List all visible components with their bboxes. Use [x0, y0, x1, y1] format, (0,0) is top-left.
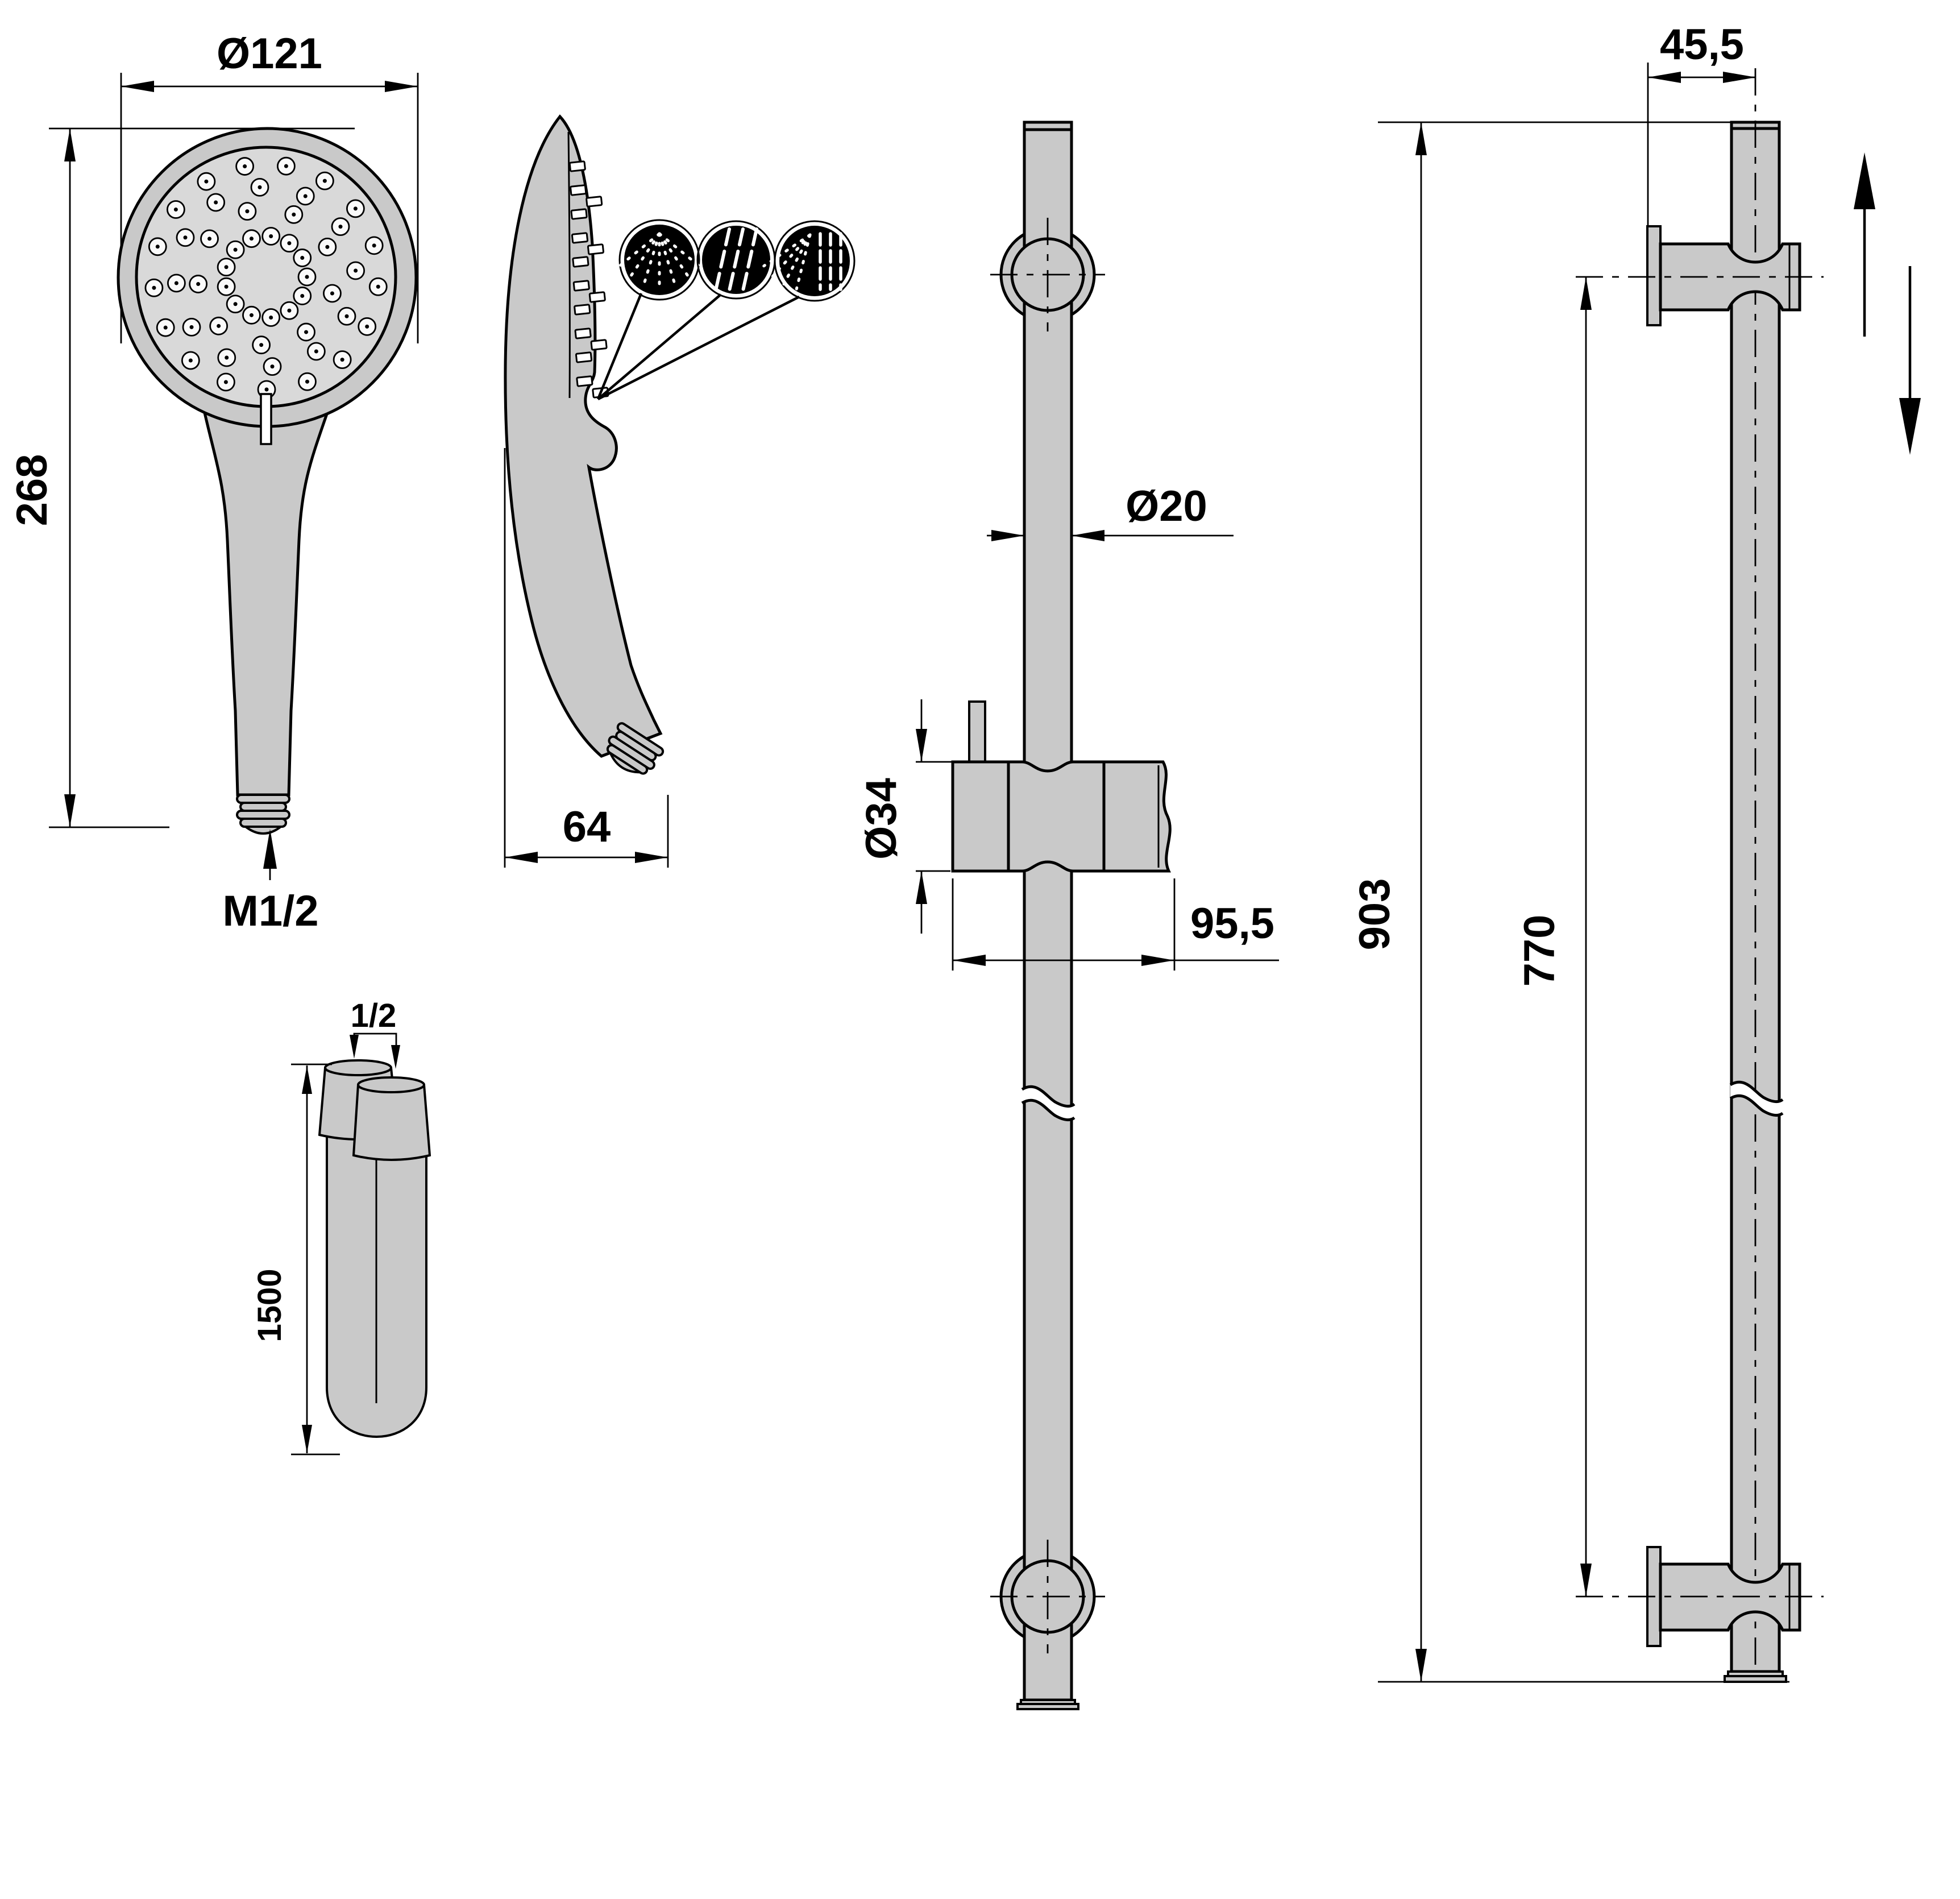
- dimension-rail-diameter: Ø20: [987, 482, 1234, 537]
- dimension-total-height: 903: [1351, 121, 1789, 1683]
- label-rail-diameter: Ø20: [1126, 482, 1207, 530]
- dimension-hose-thread: 1/2: [351, 997, 397, 1062]
- label-wall-offset: 45,5: [1660, 20, 1744, 69]
- thread-front: [236, 794, 290, 835]
- dimension-hose-length: 1500: [251, 1063, 340, 1456]
- nozzle-teeth-side: [568, 160, 609, 399]
- slide-direction-arrows: [1863, 206, 1912, 401]
- dimension-holder-length: 95,5: [952, 878, 1279, 971]
- view-rail-front: Ø20 Ø34 95,5: [857, 121, 1279, 1710]
- rail-break-symbol: [1021, 1085, 1075, 1121]
- label-head-diameter: Ø121: [217, 30, 322, 78]
- view-rail-side: 45,5 903 770: [1351, 20, 1912, 1683]
- face-plate-separator: [567, 131, 571, 399]
- label-bracket-distance: 770: [1515, 915, 1564, 987]
- label-holder-length: 95,5: [1190, 899, 1274, 948]
- label-holder-diameter: Ø34: [857, 778, 906, 860]
- dimension-arrowheads: [64, 72, 1921, 1682]
- holder-middle-block: [1007, 760, 1106, 873]
- spray-mode-rain-icon: [613, 219, 705, 301]
- spray-pointer-lines: [596, 293, 800, 401]
- holder-cradle-block: [1102, 760, 1172, 873]
- holder-lock-pin: [968, 700, 986, 763]
- dimension-head-diameter: Ø121: [120, 30, 419, 343]
- spray-selector-slot: [260, 393, 272, 445]
- dimension-bracket-distance: 770: [1515, 277, 1587, 1597]
- dimension-head-height: 268: [8, 127, 355, 828]
- nozzle-field: [144, 156, 388, 399]
- label-hose-length: 1500: [251, 1268, 288, 1342]
- dimension-head-depth: 64: [504, 448, 669, 868]
- slide-rail-front: [1023, 121, 1073, 1702]
- label-hose-thread: 1/2: [351, 997, 397, 1034]
- holder-left-block: [951, 760, 1010, 873]
- thread-side: [606, 722, 665, 775]
- label-head-depth: 64: [563, 803, 611, 851]
- shower-handle-front: [198, 391, 337, 797]
- view-handshower-side: 64: [504, 114, 856, 868]
- dimension-thread: M1/2: [223, 831, 319, 935]
- wall-bracket-top-side: [1646, 225, 1801, 326]
- rail-end-cap-side: [1724, 1670, 1787, 1683]
- view-handshower-front: Ø121 268 M1/2: [8, 30, 419, 935]
- spray-mode-jet-icon: [696, 220, 776, 300]
- label-total-height: 903: [1351, 878, 1399, 951]
- label-thread: M1/2: [223, 887, 319, 935]
- spray-mode-mixed-icon: [762, 220, 856, 302]
- rail-end-cap-front: [1016, 1699, 1079, 1710]
- dimension-holder-diameter: Ø34: [857, 699, 966, 934]
- hose-nut-front: [352, 1076, 431, 1161]
- handset-holder: [951, 700, 1172, 873]
- label-head-height: 268: [8, 454, 56, 526]
- view-hose: 1/2 1500: [251, 997, 431, 1456]
